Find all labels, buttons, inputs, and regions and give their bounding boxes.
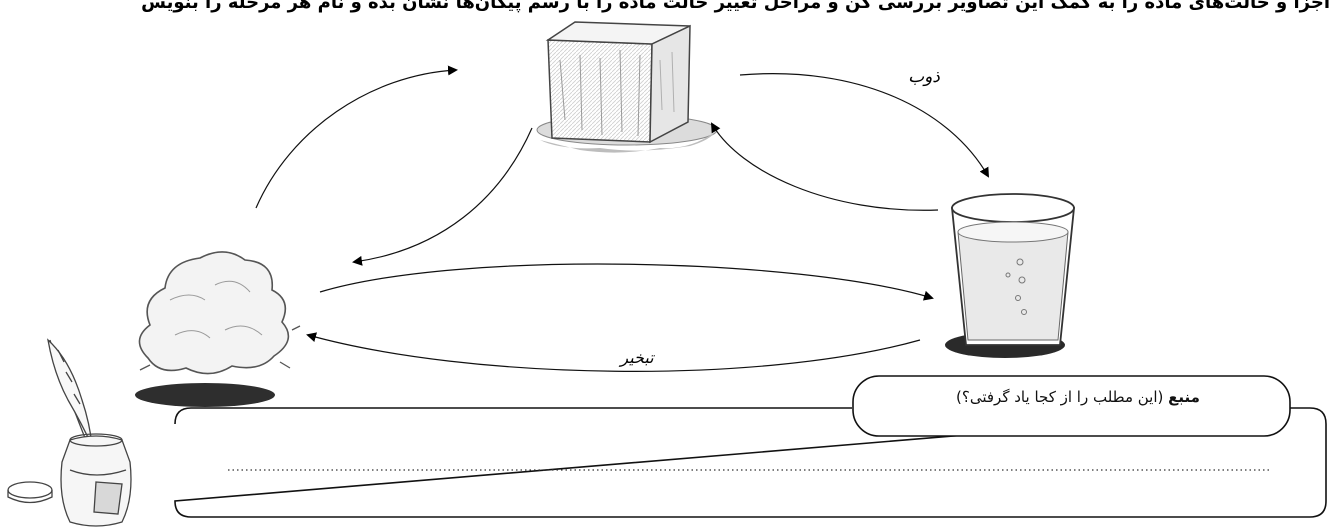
vapor-cloud-icon [135,251,301,407]
water-glass-icon [945,193,1075,358]
arrow-ice-to-vapor [352,127,533,266]
source-title-bold: منبع [1168,388,1200,406]
arrows [255,65,989,372]
source-tab-title: منبع (این مطلب را از کجا یاد گرفتی؟) [868,375,1288,419]
label-melt: ذوب [908,67,940,87]
source-box-frame [174,407,1327,518]
arrow-vapor-to-water [319,263,934,301]
quill-inkwell-icon [7,338,132,527]
arrow-ice-to-water [739,73,989,178]
arrow-water-to-vapor [306,332,921,372]
page-instruction: اجزا و حالت‌های ماده را به کمک این تصاوی… [141,0,1330,13]
ice-cube-icon [536,21,718,153]
source-tab [852,375,1291,437]
arrow-water-to-ice [710,122,939,211]
source-box [174,375,1327,518]
source-title-question: (این مطلب را از کجا یاد گرفتی؟) [956,388,1169,406]
source-answer-area[interactable] [228,440,1272,470]
arrow-vapor-to-ice [255,65,458,209]
label-vaporization: تبخیر [618,348,655,367]
